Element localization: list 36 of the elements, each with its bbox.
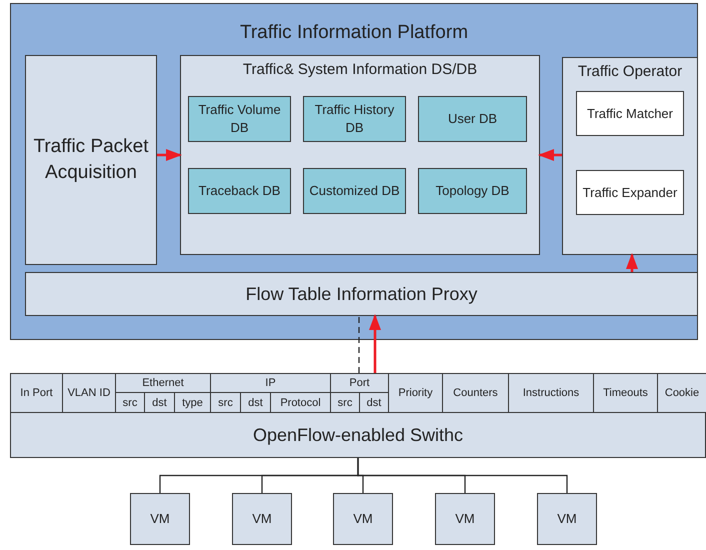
switch-title: OpenFlow-enabled Swithc [252, 425, 464, 446]
database-box: Traceback DB [188, 168, 291, 214]
proxy-bar: Flow Table Information Proxy [25, 272, 698, 316]
platform-panel [10, 3, 698, 340]
table-cell: VLAN ID [62, 373, 116, 413]
module-box: Traffic Expander [576, 170, 684, 215]
table-cell: Counters [442, 373, 509, 413]
arrow [157, 149, 182, 161]
database-box: Topology DB [418, 168, 527, 214]
database-box: Traffic Volume DB [188, 96, 291, 142]
operator-panel [562, 57, 698, 255]
switch-bar [10, 373, 706, 458]
database-box: User DB [418, 96, 527, 142]
acquisition-box: Traffic Packet Acquisition [25, 55, 157, 265]
module-box: Traffic Matcher [576, 91, 684, 136]
panel-title: Traffic& System Information DS/DB [242, 61, 478, 78]
database-box: Customized DB [303, 168, 406, 214]
arrow [538, 149, 562, 161]
table-cell: Timeouts [593, 373, 658, 413]
arrow [369, 314, 381, 373]
table-cell: Priority [388, 373, 443, 413]
vm-box: VM [232, 493, 292, 545]
vm-box: VM [537, 493, 597, 545]
panel-title: Traffic Operator [576, 63, 684, 80]
panel-title: Traffic Information Platform [238, 22, 470, 44]
vm-box: VM [130, 493, 190, 545]
table-cell: In Port [10, 373, 63, 413]
connector-line [358, 316, 360, 373]
connector-line [357, 458, 568, 493]
vm-box: VM [435, 493, 495, 545]
table-cell: Cookie [657, 373, 706, 413]
arrow [626, 253, 638, 272]
table-cell: Instructions [508, 373, 594, 413]
database-group-panel [180, 55, 540, 255]
vm-box: VM [333, 493, 393, 545]
database-box: Traffic History DB [303, 96, 406, 142]
